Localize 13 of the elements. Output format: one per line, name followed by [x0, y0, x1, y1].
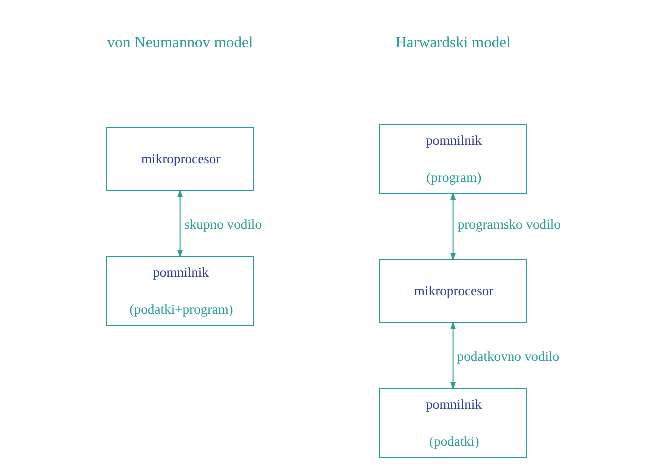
- node-box: pomnilnik (podatki): [378, 388, 527, 458]
- node-box: mikroprocesor: [378, 259, 527, 324]
- arrow: [450, 192, 456, 262]
- edge-label: programsko vodilo: [457, 216, 560, 232]
- arrow: [177, 190, 183, 258]
- label: Harwardski model: [395, 34, 510, 52]
- edge-label: podatkovno vodilo: [456, 349, 560, 364]
- arrow: [450, 322, 456, 390]
- edge-label: skupno vodilo: [184, 216, 262, 232]
- node-box: pomnilnik (podatki+program): [106, 256, 254, 326]
- node-box: pomnilnik (program): [378, 124, 527, 194]
- label: von Neumannov model: [106, 34, 253, 52]
- node-box: mikroprocesor: [106, 127, 254, 192]
